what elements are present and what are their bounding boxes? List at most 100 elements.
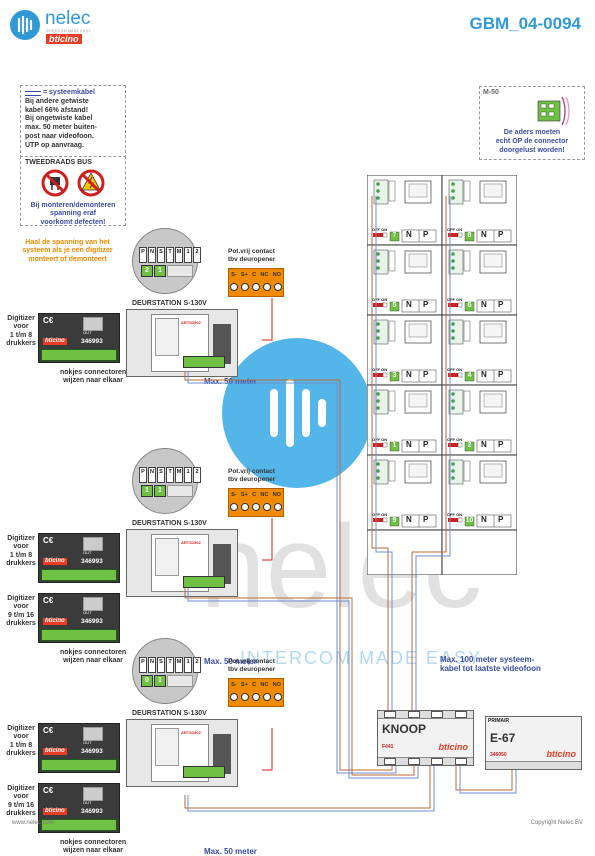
doc-code: GBM_04-0094 [469,14,581,33]
contact-pin-label: NO [272,682,281,688]
videophone-n-label: N [406,230,412,239]
cable-note-line: Bij andere getwiste [25,97,89,105]
m50-line: De aders moeten [503,129,561,136]
digitizer-code: 346993 [81,748,103,755]
bus-note-line: voorkomt defecten! [40,219,106,226]
videophone-offon-label: OFF ON [372,437,388,442]
videophone-offon-label: OFF ON [447,367,463,372]
screw-icon [251,503,260,511]
videophone-n-label: N [406,515,412,524]
terminal-label: T [166,467,174,483]
videophone-icon [373,319,437,383]
terminal-label: P [139,657,147,673]
contact-pin-label: NC [260,272,269,278]
videophone-icon [448,319,512,383]
videophone-n-label: N [481,230,487,239]
screw-icon [273,503,282,511]
terminal-label: N [148,247,156,263]
videophone-cell: N P OFF ON 7 [367,175,442,245]
contact-pin-label: C [252,682,257,688]
videophone-number: 8 [467,232,472,239]
contact-pin-label: NC [260,682,269,688]
videophone-cell: N P OFF ON 4 [442,315,517,385]
no-plug-icon [41,169,69,197]
videophone-number: 7 [392,232,397,239]
cable-note-line: UTP op aanvraag. [25,141,85,149]
no-power-icons [41,169,105,197]
terminal-label: M [175,247,183,263]
contact-pin-label: S+ [240,682,248,688]
m50-line: doorgelust worden! [499,146,565,154]
videophone-offon-label: OFF ON [447,227,463,232]
videophone-icon [448,249,512,313]
contact-pin-label: S- [231,682,237,688]
power-note-line: monteert of demonteert [28,255,107,263]
bus-note-title: TWEEDRAADS BUS [25,159,92,166]
max-50-label: Max. 50 meter [204,657,257,666]
knoop-bottom-terminals [378,757,473,765]
videophone-n-label: N [406,300,412,309]
contact-pin-label: C [252,492,257,498]
videophone-cell: N P OFF ON 5 [367,245,442,315]
max-50-label: Max. 50 meter [204,377,257,386]
videophone-number: 5 [392,302,397,309]
e67-terminals [486,761,581,769]
watermark-small-text: INTERCOM MADE EASY [240,648,483,668]
knoop-title: KNOOP [382,722,427,736]
cable-note-line: Bij ongetwiste kabel [25,115,93,123]
videophone-icon [448,459,512,528]
screw-icon [273,693,282,701]
videophone-n-label: N [481,370,487,379]
videophone-p-label: P [423,515,429,524]
bus-note-line: Bij monteren/demonteren [30,201,116,209]
videophone-p-label: P [498,230,504,239]
cable-line-icon [25,90,41,96]
videophone-number: 2 [467,442,472,449]
videophone-offon-label: OFF ON [372,297,388,302]
dip-switch-value: 0 [141,675,153,687]
dip-switch-value: 1 [154,265,166,277]
videophone-n-label: N [406,370,412,379]
videophone-offon-label: OFF ON [372,512,388,517]
videophone-number: 10 [465,517,474,524]
videophone-icon [373,459,437,528]
door-station-unit: ARTS1502 [126,719,238,787]
videophone-p-label: P [498,515,504,524]
door-station-unit: ARTS1502 [126,309,238,377]
videophone-cell: N P OFF ON 1 [367,385,442,455]
terminal-label: P [139,467,147,483]
cable-note-line: kabel 66% afstand! [25,106,89,114]
watermark-bars-icon [270,379,326,447]
videophone-cell: N P OFF ON 10 [442,455,517,530]
screw-icon [230,693,239,701]
door-station-unit: ARTS1502 [126,529,238,597]
videophone-icon [373,389,437,453]
screw-icon [241,503,250,511]
screw-icon [241,283,250,291]
videophone-p-label: P [498,300,504,309]
contact-pin-label: S+ [240,492,248,498]
monitor-grid: N P OFF ON 7 N P OFF ON 8 [366,174,518,576]
m50-title: M-50 [483,89,499,96]
screw-icon [262,693,271,701]
terminal-label: N [148,467,156,483]
videophone-n-label: N [481,300,487,309]
max-50-label: Max. 50 meter [204,847,257,856]
door-station-title: DEURSTATION S-130V [132,710,207,717]
logo-nelec-text: nelec [45,8,91,29]
power-note-line: Haal de spanning van het [25,239,110,246]
contact-pin-label: S- [231,492,237,498]
terminal-label: T [166,657,174,673]
screw-icon [262,283,271,291]
terminal-label: 2 [193,657,201,673]
screw-icon [273,283,282,291]
cable-note: = systeemkabel Bij andere getwiste kabel… [20,85,126,158]
videophone-cell: N P OFF ON 2 [442,385,517,455]
cable-note-line: max. 50 meter buiten- [25,124,97,131]
